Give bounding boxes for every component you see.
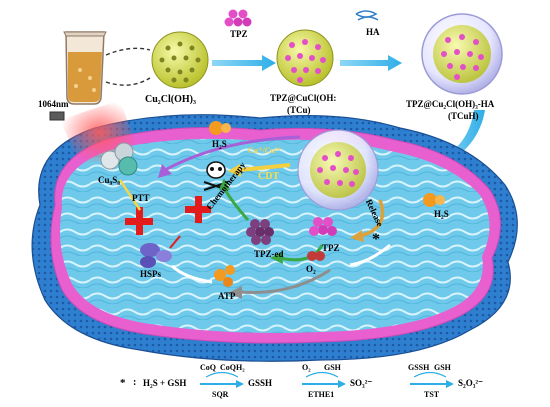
- ha-polymer-icon: [355, 10, 379, 21]
- tcuh-label-line1: TPZ@Cu₂Cl(OH)₃-HA: [406, 99, 495, 109]
- beaker-icon: [63, 31, 107, 105]
- asterisk-marker: *: [372, 231, 380, 248]
- equation-h2s-gsh: H₂S + GSH: [143, 378, 187, 388]
- inhibition-cross-1: [125, 207, 153, 235]
- inhibition-cross-2: [185, 196, 211, 223]
- ptt-label: PTT: [132, 193, 150, 203]
- equation-star: *: [120, 377, 126, 389]
- atp-molecules: [214, 265, 235, 287]
- equation-so3: SO₃²⁻: [350, 378, 373, 388]
- tcuh-particle: [421, 13, 503, 95]
- h2s-top-label: H₂S: [212, 139, 227, 149]
- o2-label: O₂: [306, 264, 316, 274]
- equation-gssh1: GSSH: [248, 378, 273, 388]
- cu9s8-label: Cu₉S₈: [98, 175, 120, 185]
- tcuh-in-cell: [297, 129, 379, 211]
- tpz-label: TPZ: [322, 243, 340, 253]
- equation-colon: :: [133, 377, 137, 388]
- cu-ion-flow-arrow: [164, 135, 301, 172]
- equation-gsh2: GSH: [434, 363, 451, 372]
- atp-label: ATP: [218, 291, 236, 301]
- equation-coqh2: CoQH₂: [220, 363, 245, 372]
- cu-ions-label: Cu⁺/Cu²⁺: [248, 146, 282, 155]
- h2s-molecule-top: [209, 121, 231, 135]
- delivery-arrow: [438, 110, 485, 166]
- equation-tst: TST: [424, 390, 440, 399]
- equation-s2o3: S₂O₃²⁻: [458, 378, 483, 388]
- tpz-ed-cluster: [246, 219, 274, 245]
- synthesis-arrow-1: [212, 55, 276, 71]
- laser-label: 1064nm: [38, 99, 69, 109]
- release-arrow: [359, 199, 385, 238]
- tcu-label-line1: TPZ@CuCl(OH:: [270, 93, 337, 103]
- hsps-label: HSPs: [140, 269, 162, 279]
- tpz-molecule-icon: [224, 9, 252, 27]
- skull-icon: [203, 161, 229, 191]
- equation-o2: O₂: [302, 363, 311, 372]
- o2-molecule: [307, 251, 325, 261]
- cdt-arrow: [239, 163, 291, 172]
- equation-sqr: SQR: [212, 390, 229, 399]
- equation-ethe1: ETHE1: [308, 390, 335, 399]
- tpz-ed-label: TPZ-ed: [254, 249, 284, 259]
- chemotherapy-arrow: [222, 187, 250, 221]
- cu2cl-oh3-label: Cu₂Cl(OH)₃: [145, 94, 196, 105]
- tpz-top-label: TPZ: [230, 29, 248, 39]
- h2s-right-label: H₂S: [434, 209, 449, 219]
- tpz-reduction-arrow: [279, 244, 324, 262]
- cu9s8-particles: [100, 142, 138, 176]
- equation-arrows: [200, 371, 454, 388]
- equation-coq: CoQ: [200, 363, 216, 372]
- equation-gsh1: GSH: [324, 363, 341, 372]
- o2-to-atp-arrow: [239, 268, 331, 294]
- tpz-released: [309, 217, 337, 236]
- tcuh-label-line2: (TCuH): [448, 111, 479, 121]
- ha-label: HA: [366, 27, 380, 37]
- tcu-particle: [276, 29, 334, 87]
- cu2cl-oh3-particle: [151, 31, 209, 89]
- h2s-molecule-right: [423, 193, 445, 207]
- hsps-protein-icon: [140, 243, 172, 268]
- cdt-label: CDT: [258, 171, 280, 182]
- tcu-label-line2: (TCu): [287, 105, 311, 115]
- synthesis-arrow-2: [340, 55, 402, 71]
- inhibit-arrow: [169, 235, 181, 249]
- ptt-arrow: [118, 179, 142, 211]
- tumor-cell: [31, 114, 518, 362]
- h2s-to-o2-arrow: [349, 243, 391, 267]
- equation-gssh2: GSSH: [408, 363, 430, 372]
- atp-to-hsps-arrow: [170, 264, 213, 284]
